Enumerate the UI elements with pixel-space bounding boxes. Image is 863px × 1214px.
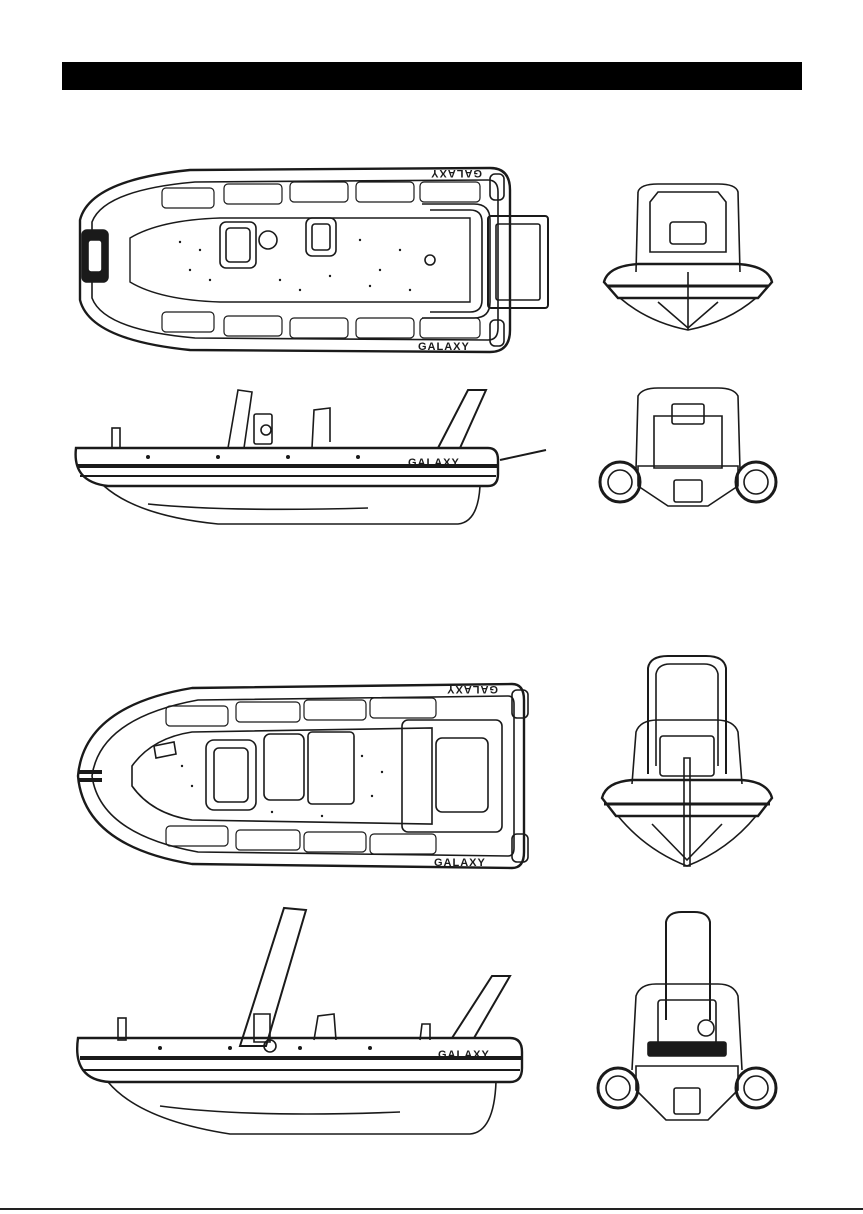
hull-text-top-port: GALAXY [418,341,470,353]
hull-text-top-starboard: GALAXY [430,167,482,179]
model-2-rear-view [596,910,778,1130]
model-1-top-view: GALAXY GALAXY [70,160,560,360]
page-bottom-rule [0,1208,863,1210]
model-1-rear-view [598,386,778,516]
model-1-front-view [598,182,778,332]
model-2-top-view: GALAXY GALAXY [72,676,534,876]
header-title-bar [62,62,802,90]
hull-text-side2: GALAXY [438,1049,490,1061]
hull-text-top2-starboard: GALAXY [446,683,498,695]
hull-text-side: GALAXY [408,457,460,469]
model-1-side-view: GALAXY [68,386,550,536]
hull-text-top2-port: GALAXY [434,857,486,869]
model-2-side-view: GALAXY [70,906,530,1146]
model-2-front-view [596,654,778,874]
